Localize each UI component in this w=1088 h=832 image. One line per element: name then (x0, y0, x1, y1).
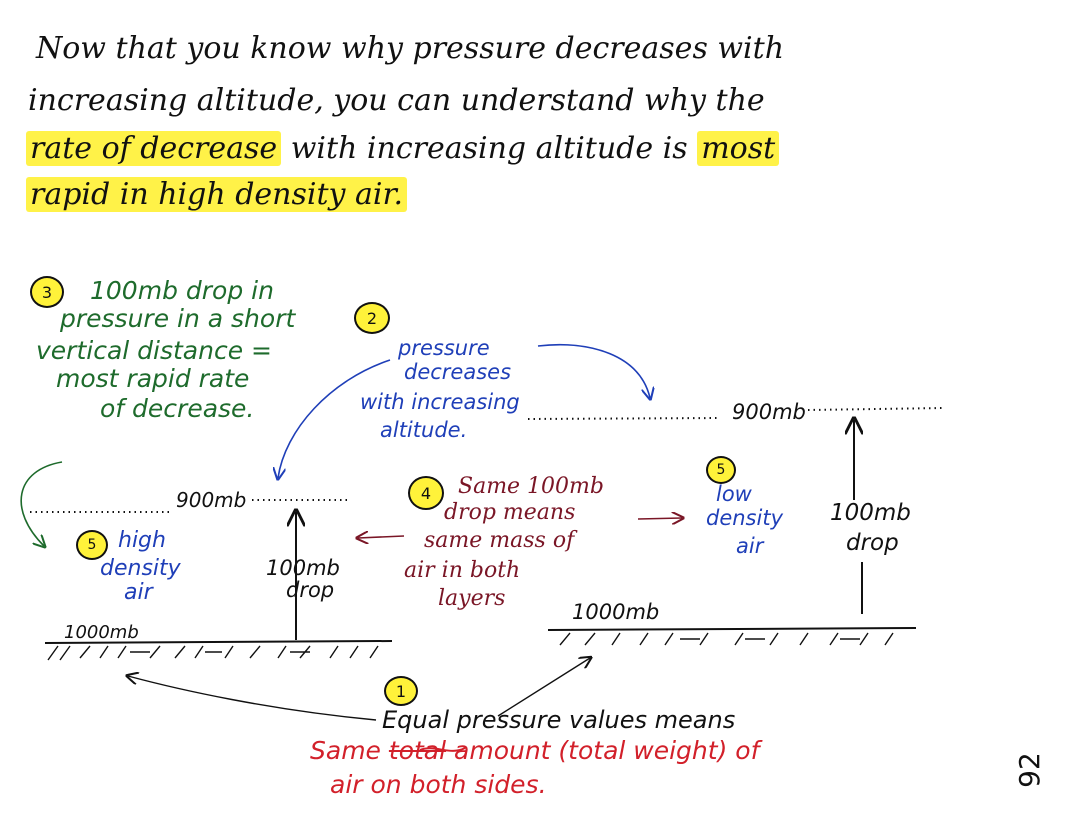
intro-line-1: Now that you know why pressure decreases… (36, 31, 785, 66)
note1-arrow-right (497, 658, 590, 717)
intro-highlight-rapid: rapid in high density air. (26, 177, 408, 212)
note3-line-3: vertical distance = (36, 336, 272, 365)
note1-line-2: Same total amount (total weight) of (310, 738, 759, 763)
note2-arrow-right (537, 343, 650, 398)
right-drop-2: drop (846, 530, 899, 556)
left-drop-1: 100mb (266, 556, 340, 580)
note4-line-3: same mass of (424, 528, 575, 553)
note1-line-1: Equal pressure values means (382, 706, 736, 734)
note2-line-2: decreases (404, 360, 512, 384)
badge-4: 4 (408, 476, 444, 510)
note1-line-2-rest: amount (total weight) of (454, 736, 760, 765)
left-900mb-label: 900mb (176, 488, 247, 512)
badge-1: 1 (384, 676, 418, 706)
note1-struck-word: total (388, 736, 447, 765)
left-density-3: air (124, 580, 153, 605)
left-density-1: high (118, 528, 166, 553)
intro-line-4: rapid in high density air. (26, 177, 408, 212)
note4-line-1: Same 100mb (458, 474, 604, 499)
left-ground-line (44, 640, 393, 644)
left-badge-5: 5 (76, 530, 108, 560)
intro-line-3: rate of decrease with increasing altitud… (26, 131, 780, 166)
note1-arrow-left (128, 676, 377, 721)
note3-arrow (20, 461, 63, 546)
note2-line-3: with increasing (360, 390, 520, 414)
note4-line-5: layers (438, 586, 506, 611)
note4-arrow-left (358, 536, 405, 538)
note1-same: Same (310, 736, 381, 765)
note2-line-1: pressure (398, 336, 490, 360)
right-ground-hatching (559, 632, 894, 646)
right-900mb-level-left (527, 417, 719, 420)
note2-arrow-left (278, 359, 391, 478)
page-number: 92 (1012, 752, 1046, 788)
intro-line-3-text: with increasing altitude is (290, 131, 688, 166)
left-density-2: density (100, 556, 181, 581)
right-ground-line (547, 627, 917, 631)
left-drop-2: drop (286, 578, 335, 602)
right-900mb-level-right (807, 407, 945, 411)
note4-line-2: drop means (444, 500, 576, 525)
note3-line-1: 100mb drop in (90, 276, 274, 305)
note1-line-3: air on both sides. (330, 770, 547, 799)
note4-arrow-right (637, 518, 682, 519)
right-density-2: density (706, 506, 783, 530)
right-badge-5: 5 (706, 456, 736, 484)
right-density-1: low (716, 482, 752, 506)
intro-line-2: increasing altitude, you can understand … (28, 83, 765, 118)
intro-highlight-rate: rate of decrease (26, 131, 282, 166)
right-1000mb-label: 1000mb (572, 600, 660, 624)
badge-3: 3 (30, 276, 64, 308)
intro-highlight-most: most (697, 131, 780, 166)
left-1000mb-label: 1000mb (64, 622, 139, 643)
note3-line-2: pressure in a short (60, 304, 296, 333)
note2-line-4: altitude. (380, 418, 468, 442)
struck-word-scribble (419, 747, 466, 752)
note3-line-4: most rapid rate (56, 364, 250, 393)
right-density-3: air (736, 534, 764, 558)
right-900mb-label: 900mb (732, 400, 806, 424)
note4-line-4: air in both (404, 558, 521, 583)
note3-line-5: of decrease. (100, 394, 255, 423)
left-ground-hatching (47, 645, 379, 661)
badge-2: 2 (354, 302, 390, 334)
right-drop-1: 100mb (830, 500, 911, 526)
